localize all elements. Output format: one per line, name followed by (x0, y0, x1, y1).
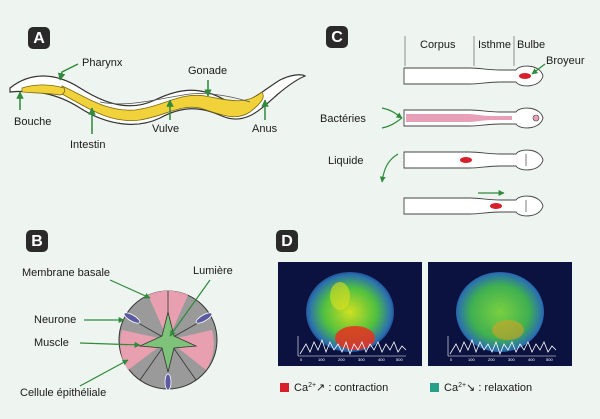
label-gonade: Gonade (188, 65, 227, 77)
svg-text:300: 300 (358, 357, 365, 362)
panel-a-badge (28, 27, 50, 49)
panel-a: A Pharynx Gonade Bouche Intestin Vulve A… (9, 27, 307, 151)
arrow-membrane (109, 279, 151, 299)
svg-text:300: 300 (508, 357, 515, 362)
panel-b-badge (26, 230, 48, 252)
arrow-liquide-out (379, 153, 399, 183)
label-muscle: Muscle (34, 337, 69, 349)
bacteria-fill (406, 114, 512, 122)
arrow-lumiere (169, 279, 211, 337)
arrow-muscle (79, 341, 141, 348)
arrow-bacteries-in (381, 107, 403, 119)
label-vulve: Vulve (152, 123, 179, 135)
legend-relaxation: Ca2+↘ : relaxation (444, 382, 532, 394)
label-pharynx: Pharynx (82, 57, 123, 69)
neuron-3 (164, 373, 172, 391)
label-intestin: Intestin (70, 139, 105, 151)
panel-c-badge (326, 26, 348, 48)
pharynx-shape-1 (403, 65, 544, 87)
trace-2 (449, 338, 557, 356)
label-liquide: Liquide (328, 155, 363, 167)
svg-text:200: 200 (338, 357, 345, 362)
svg-text:500: 500 (396, 357, 403, 362)
bolus-2 (490, 203, 502, 209)
panel-c-letter: C (331, 29, 343, 46)
legend-swatch-relaxation (430, 383, 439, 392)
pharynx-shape-4 (403, 195, 544, 217)
muscle-lumen (138, 311, 198, 373)
panel-b-letter: B (31, 233, 43, 250)
arrow-broyeur (531, 63, 546, 75)
label-neurone: Neurone (34, 314, 76, 326)
worm-gonad (99, 93, 251, 105)
svg-text:400: 400 (528, 357, 535, 362)
legend-contraction: Ca2+↗ : contraction (294, 382, 388, 394)
label-bacteries: Bactéries (320, 113, 366, 125)
label-anus: Anus (252, 123, 278, 135)
label-cellule: Cellule épithéliale (20, 387, 106, 399)
label-bulbe: Bulbe (517, 39, 545, 51)
label-corpus: Corpus (420, 39, 456, 51)
worm-pharynx (21, 84, 66, 96)
neuron-1 (123, 312, 141, 324)
label-bouche: Bouche (14, 116, 51, 128)
pharynx-shape-3 (403, 149, 544, 171)
panel-b: B Membrane basale Lumière Neurone Muscle… (20, 230, 233, 399)
broyeur-grinder (519, 73, 531, 79)
panel-d: D 0 100 200 300 400 500 0 100 (276, 230, 572, 394)
arrow-bacteries-in-2 (381, 117, 403, 129)
svg-text:0: 0 (450, 357, 453, 362)
worm-intestine (61, 85, 264, 122)
panel-c: C Corpus Isthme Bulbe Broyeur Bactéries … (320, 26, 585, 217)
label-membrane: Membrane basale (22, 267, 110, 279)
bacteria-bulb (532, 114, 540, 122)
label-broyeur: Broyeur (546, 55, 585, 67)
label-isthme: Isthme (478, 39, 511, 51)
panel-d-letter: D (281, 233, 293, 250)
svg-text:200: 200 (488, 357, 495, 362)
panel-a-letter: A (33, 30, 45, 47)
svg-text:500: 500 (546, 357, 553, 362)
legend-swatch-contraction (280, 383, 289, 392)
panel-d-badge (276, 230, 298, 252)
arrow-pharynx (57, 63, 79, 81)
label-lumiere: Lumière (193, 265, 233, 277)
bolus-1 (460, 157, 472, 163)
calcium-image-relaxation: 0 100 200 300 400 500 (428, 262, 572, 366)
svg-text:400: 400 (378, 357, 385, 362)
trace-1 (299, 338, 407, 356)
neuron-2 (195, 312, 213, 324)
arrow-cellule (79, 359, 129, 387)
svg-text:100: 100 (318, 357, 325, 362)
svg-text:100: 100 (468, 357, 475, 362)
svg-text:0: 0 (300, 357, 303, 362)
calcium-image-contraction: 0 100 200 300 400 500 (278, 262, 422, 366)
